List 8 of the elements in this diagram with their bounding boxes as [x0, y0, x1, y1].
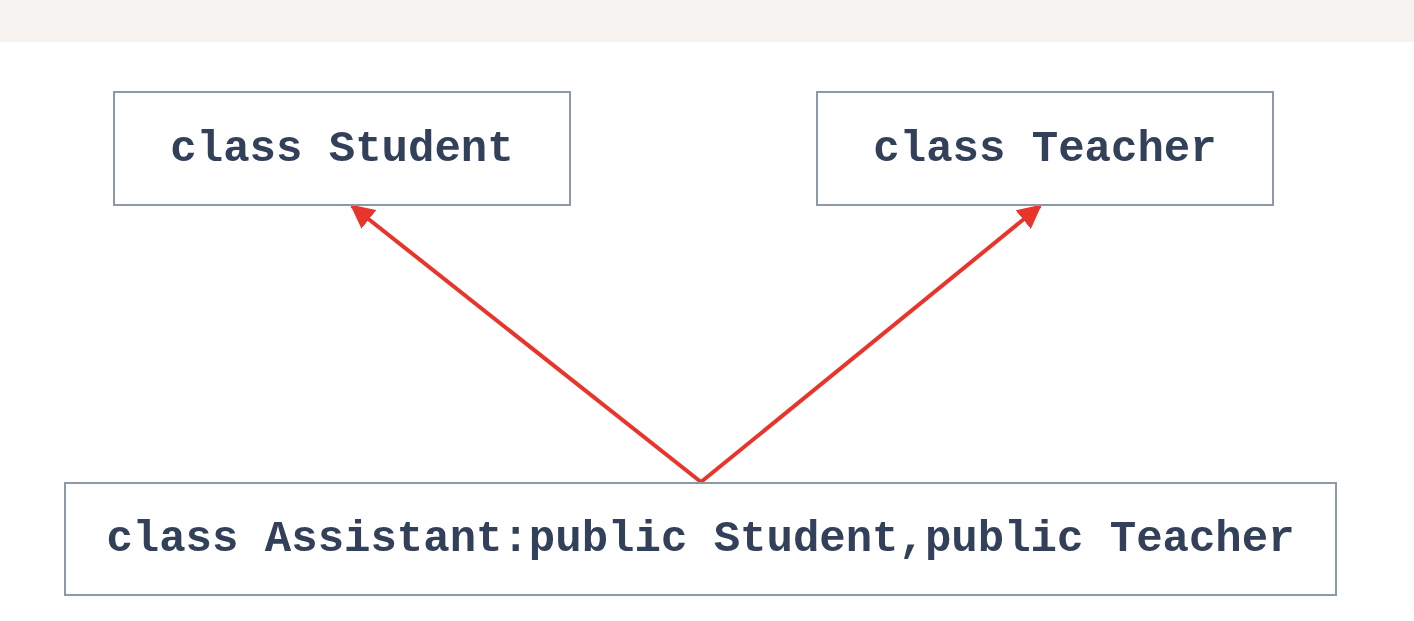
arrow: [699, 204, 1042, 484]
class-box: [64, 482, 1337, 596]
class-box: [816, 91, 1274, 206]
arrow: [350, 204, 703, 484]
class-declaration: class Student: [170, 123, 514, 174]
class-declaration: class Teacher: [873, 123, 1217, 174]
class-box: [113, 91, 571, 206]
class-declaration: class Assistant:public Student,public Teacher: [106, 514, 1295, 564]
